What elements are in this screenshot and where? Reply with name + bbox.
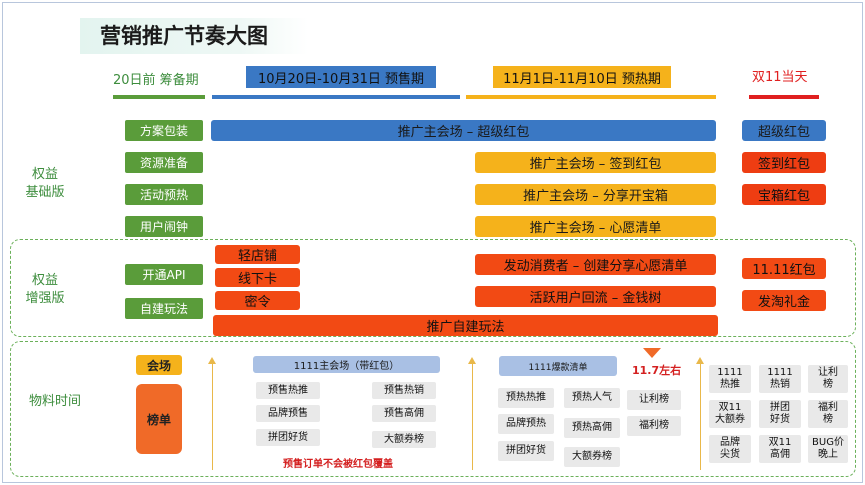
- arrow-head-icon: [468, 357, 476, 364]
- phase-day11-label: 双11当天: [752, 70, 808, 85]
- section-enhanced-label: 权益 增强版: [25, 273, 65, 306]
- presale-cell: 预售热销: [372, 382, 436, 399]
- row-label-alarm: 用户闹钟: [125, 216, 203, 237]
- presale-offline-card: 线下卡: [215, 268, 300, 287]
- arrow-head-icon: [208, 357, 216, 364]
- day11-cell: 1111 热推: [709, 365, 751, 393]
- main-venue-wishlist: 推广主会场 – 心愿清单: [475, 216, 716, 237]
- preheat-material-header: 1111爆款清单: [499, 356, 617, 376]
- day11-cell: BUG价 晚上: [808, 435, 848, 463]
- presale-cell: 拼团好货: [256, 429, 320, 446]
- phase-presale-bar: [212, 95, 460, 99]
- main-venue-signin-redpacket: 推广主会场 – 签到红包: [475, 152, 716, 173]
- tag-rank: 榜单: [136, 384, 182, 454]
- section-basic-label: 权益 基础版: [25, 167, 65, 200]
- day11-cell: 1111 热销: [759, 365, 801, 393]
- preheat-cell: 预热热推: [498, 388, 554, 408]
- timeline-arrow-2: [472, 362, 473, 470]
- section-material-label: 物料时间: [28, 394, 81, 409]
- presale-password: 密令: [215, 291, 300, 310]
- main-venue-share-treasure: 推广主会场 – 分享开宝箱: [475, 184, 716, 205]
- preheat-wishlist-share: 发动消费者 – 创建分享心愿清单: [475, 254, 716, 275]
- timeline-arrow-1: [212, 362, 213, 470]
- phase-presale-label: 10月20日-10月31日 预售期: [246, 66, 436, 88]
- preheat-cell: 预热人气: [564, 388, 620, 408]
- row-label-open-api: 开通API: [125, 264, 203, 285]
- marker-triangle-icon: [643, 348, 661, 358]
- day11-1111-redpacket: 11.11红包: [742, 258, 826, 279]
- enhanced-section-box: [10, 239, 856, 337]
- day11-signin-redpacket: 签到红包: [742, 152, 826, 173]
- day11-cell: 福利 榜: [808, 400, 848, 428]
- custom-play-promotion-bar: 推广自建玩法: [213, 315, 718, 336]
- row-label-plan: 方案包装: [125, 120, 203, 141]
- phase-preheat-bar: [466, 95, 716, 99]
- presale-note: 预售订单不会被红包覆盖: [283, 459, 393, 470]
- presale-cell: 大额券榜: [372, 431, 436, 448]
- preheat-side-cell: 让利榜: [627, 390, 681, 410]
- preheat-side-cell: 福利榜: [627, 416, 681, 436]
- title-background: [80, 18, 308, 54]
- preheat-date-marker: 11.7左右: [632, 364, 682, 377]
- preheat-cell: 预热高佣: [564, 418, 620, 438]
- row-label-preheat: 活动预热: [125, 184, 203, 205]
- timeline-arrow-3: [700, 362, 701, 470]
- page-title: 营销推广节奏大图: [100, 24, 268, 48]
- presale-cell: 预售热推: [256, 382, 320, 399]
- row-label-custom-play: 自建玩法: [125, 298, 203, 319]
- day11-cell: 双11 高佣: [759, 435, 801, 463]
- presale-cell: 预售高佣: [372, 405, 436, 422]
- preheat-cell: 品牌预热: [498, 414, 554, 434]
- preheat-money-tree: 活跃用户回流 – 金钱树: [475, 286, 716, 307]
- presale-cell: 品牌预售: [256, 405, 320, 422]
- arrow-head-icon: [696, 357, 704, 364]
- day11-treasure-redpacket: 宝箱红包: [742, 184, 826, 205]
- day11-cell: 品牌 尖货: [709, 435, 751, 463]
- presale-material-header: 1111主会场（带红包）: [253, 356, 440, 373]
- day11-cell: 双11 大额券: [709, 400, 751, 428]
- material-section-box: [10, 341, 856, 477]
- presale-light-store: 轻店铺: [215, 245, 300, 264]
- phase-prep-bar: [113, 95, 205, 99]
- main-venue-super-redpacket: 推广主会场 – 超级红包: [211, 120, 716, 141]
- day11-cell: 拼团 好货: [759, 400, 801, 428]
- day11-taobao-gift: 发淘礼金: [742, 290, 826, 311]
- row-label-resources: 资源准备: [125, 152, 203, 173]
- tag-venue: 会场: [136, 355, 182, 375]
- preheat-cell: 大额券榜: [564, 447, 620, 467]
- phase-prep-label: 20日前 筹备期: [113, 73, 199, 88]
- phase-day11-bar: [749, 95, 819, 99]
- day11-cell: 让利 榜: [808, 365, 848, 393]
- preheat-cell: 拼团好货: [498, 441, 554, 461]
- phase-preheat-label: 11月1日-11月10日 预热期: [493, 66, 671, 88]
- day11-super-redpacket: 超级红包: [742, 120, 826, 141]
